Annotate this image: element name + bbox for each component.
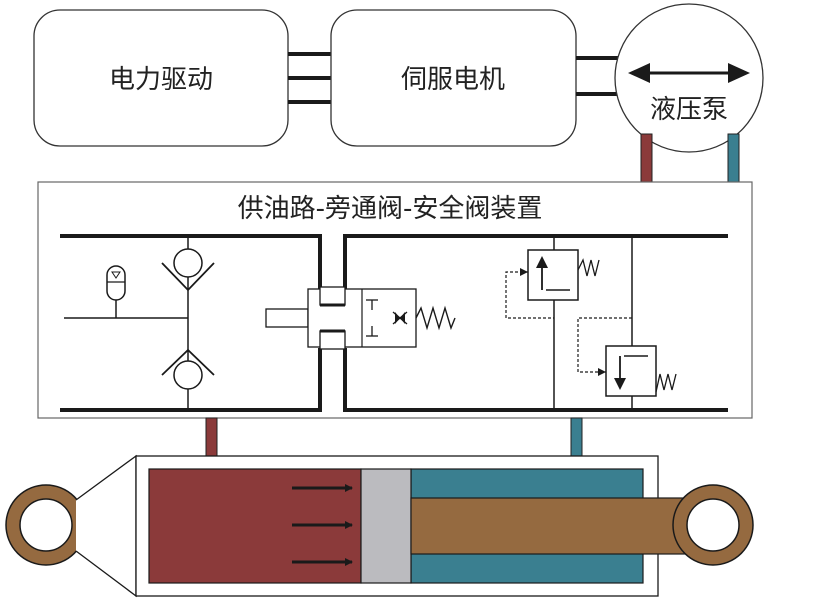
double-headed-arrow-icon [628, 63, 750, 83]
electric-drive-label: 电力驱动 [109, 65, 213, 95]
check-valve-icon [161, 248, 215, 292]
cylinder-eye-left [5, 454, 137, 598]
valve-panel-title: 供油路-旁通阀-安全阀装置 [238, 194, 543, 224]
hydraulic-cylinder [5, 454, 754, 598]
pump-label: 液压泵 [650, 95, 728, 125]
servo-motor-block: 伺服电机 [330, 9, 577, 147]
spring-icon [655, 373, 677, 393]
pump-inlet-pipe [727, 133, 740, 183]
servo-motor-label: 伺服电机 [401, 65, 505, 95]
hydraulic-pump: 液压泵 [614, 3, 764, 153]
cylinder-eye-right [672, 484, 754, 566]
oil-rails [60, 234, 728, 412]
check-valve-icon [161, 348, 215, 390]
spring-icon [415, 305, 456, 331]
relief-valve-lower [577, 317, 677, 397]
pump-outlet-pipe [640, 133, 653, 183]
piston [360, 468, 412, 584]
valve-panel: 供油路-旁通阀-安全阀装置 [37, 181, 753, 419]
relief-valve-upper [505, 249, 600, 319]
electric-drive-block: 电力驱动 [33, 9, 289, 147]
spring-icon [577, 258, 600, 277]
arrow-right-icon [292, 484, 353, 566]
piston-rod [410, 497, 702, 555]
drive-to-motor-cable [288, 52, 331, 104]
accumulator-icon [106, 265, 126, 301]
motor-to-pump-shaft [576, 56, 622, 96]
